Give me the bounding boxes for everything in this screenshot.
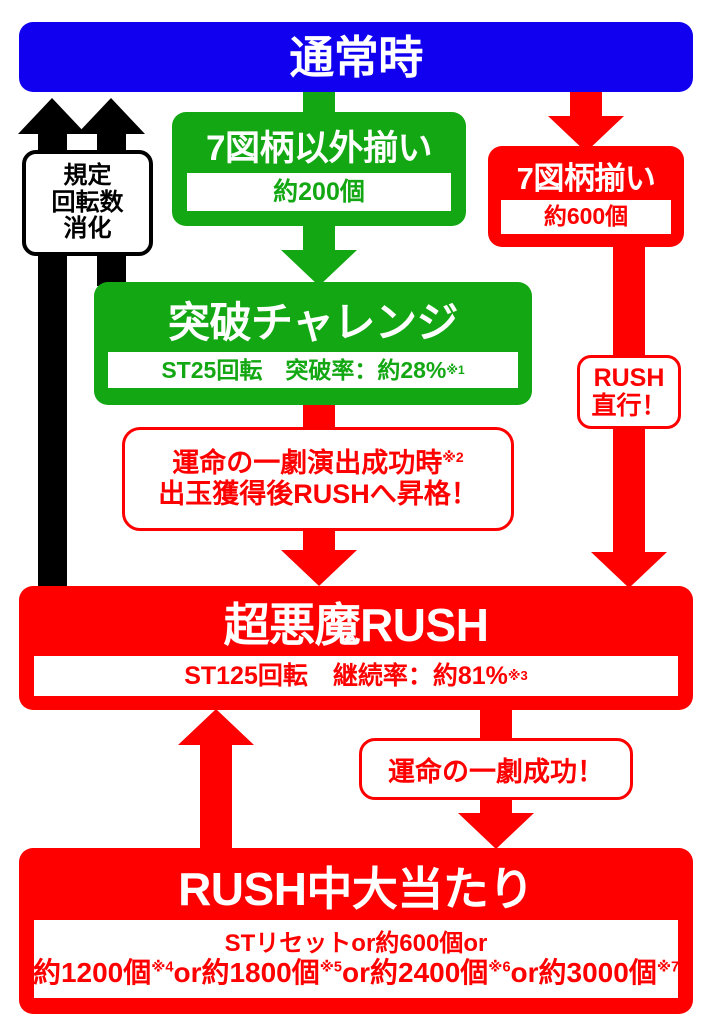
- super-rush-title: 超悪魔RUSH: [223, 599, 489, 651]
- node-rush-jackpot: RUSH中大当たり STリセットor約600個or 約1200個※4or約180…: [19, 848, 693, 1014]
- note-destiny-success: 運命の一劇成功！: [359, 738, 633, 800]
- rush-jackpot-payout-line-1: STリセットor約600個or: [224, 929, 488, 957]
- challenge-detail-panel: ST25回転 突破率：約28%※1: [108, 352, 518, 388]
- non-seven-title: 7図柄以外揃い: [206, 129, 432, 168]
- normal-state-title: 通常時: [289, 31, 423, 83]
- green-connector-mid-shaft: [303, 222, 335, 254]
- red-connector-destiny-jackpot-shaft: [480, 795, 512, 817]
- payout-part: 約1800個: [201, 956, 320, 988]
- rotation-note-line-3: 消化: [63, 215, 112, 243]
- payout-footnote-ref: ※7: [656, 959, 680, 976]
- rush-direct-line-2: 直行！: [591, 392, 667, 420]
- rotation-note-line-2: 回転数: [51, 188, 124, 216]
- payout-footnote-ref: ※6: [488, 959, 511, 976]
- super-rush-detail-panel: ST125回転 継続率：約81%※3: [34, 656, 678, 696]
- payout-footnote-ref: ※4: [151, 959, 174, 976]
- node-breakthrough-challenge: 突破チャレンジ ST25回転 突破率：約28%※1: [94, 282, 532, 405]
- return-arrow-right-head: [77, 98, 145, 134]
- destiny-note-text: 運命の一劇成功！: [388, 756, 604, 787]
- seven-title: 7図柄揃い: [516, 160, 656, 196]
- rush-jackpot-payout-panel: STリセットor約600個or 約1200個※4or約1800個※5or約240…: [33, 920, 679, 998]
- green-connector-mid-head: [281, 250, 357, 286]
- rush-direct-line-1: RUSH: [593, 364, 665, 392]
- payout-part: 約1200個: [32, 956, 152, 988]
- payout-footnote-ref: ※5: [319, 959, 342, 976]
- node-non-seven-symbol: 7図柄以外揃い 約200個: [172, 112, 466, 226]
- rush-jackpot-title: RUSH中大当たり: [178, 863, 534, 915]
- red-return-arrow-head: [178, 709, 254, 745]
- note-required-rotations: 規定 回転数 消化: [22, 150, 153, 256]
- seven-payout: 約600個: [501, 199, 671, 234]
- red-connector-direct-head: [591, 552, 667, 588]
- payout-part: or: [510, 956, 539, 988]
- note-rush-direct: RUSH 直行！: [577, 355, 681, 429]
- super-rush-footnote-ref: ※3: [507, 668, 528, 684]
- node-seven-symbol: 7図柄揃い 約600個: [488, 146, 684, 247]
- red-connector-note-rush-head: [281, 550, 357, 586]
- challenge-detail-text: ST25回転 突破率：約28%: [161, 356, 447, 383]
- promotion-note-line-2: 出玉獲得後RUSHへ昇格！: [158, 479, 478, 509]
- rush-jackpot-payout-line-2: 約1200個※4or約1800個※5or約2400個※6or約3000個※7: [33, 958, 679, 987]
- red-connector-rush-destiny: [480, 706, 512, 744]
- challenge-title: 突破チャレンジ: [167, 299, 459, 346]
- node-normal-state: 通常時: [19, 22, 693, 92]
- payout-part: or: [342, 956, 370, 988]
- node-super-devil-rush: 超悪魔RUSH ST125回転 継続率：約81%※3: [19, 586, 693, 710]
- payout-part: 約3000個: [538, 956, 657, 988]
- promotion-footnote-ref: ※2: [442, 448, 464, 465]
- super-rush-detail-text: ST125回転 継続率：約81%: [184, 661, 508, 690]
- payout-part: or: [173, 956, 202, 988]
- red-connector-destiny-jackpot-head: [458, 813, 534, 849]
- return-arrow-left-head: [18, 98, 86, 134]
- challenge-footnote-ref: ※1: [446, 362, 465, 377]
- promotion-note-text-1: 運命の一劇演出成功時: [172, 447, 443, 478]
- non-seven-payout: 約200個: [187, 173, 451, 211]
- payout-part: 約2400個: [370, 956, 489, 988]
- red-connector-seven-shaft: [570, 90, 602, 120]
- promotion-note-line-1: 運命の一劇演出成功時※2: [172, 448, 463, 479]
- red-return-arrow-shaft: [200, 740, 232, 850]
- note-promotion-to-rush: 運命の一劇演出成功時※2 出玉獲得後RUSHへ昇格！: [122, 427, 514, 531]
- rotation-note-line-1: 規定: [63, 162, 112, 190]
- green-connector-top: [303, 90, 335, 116]
